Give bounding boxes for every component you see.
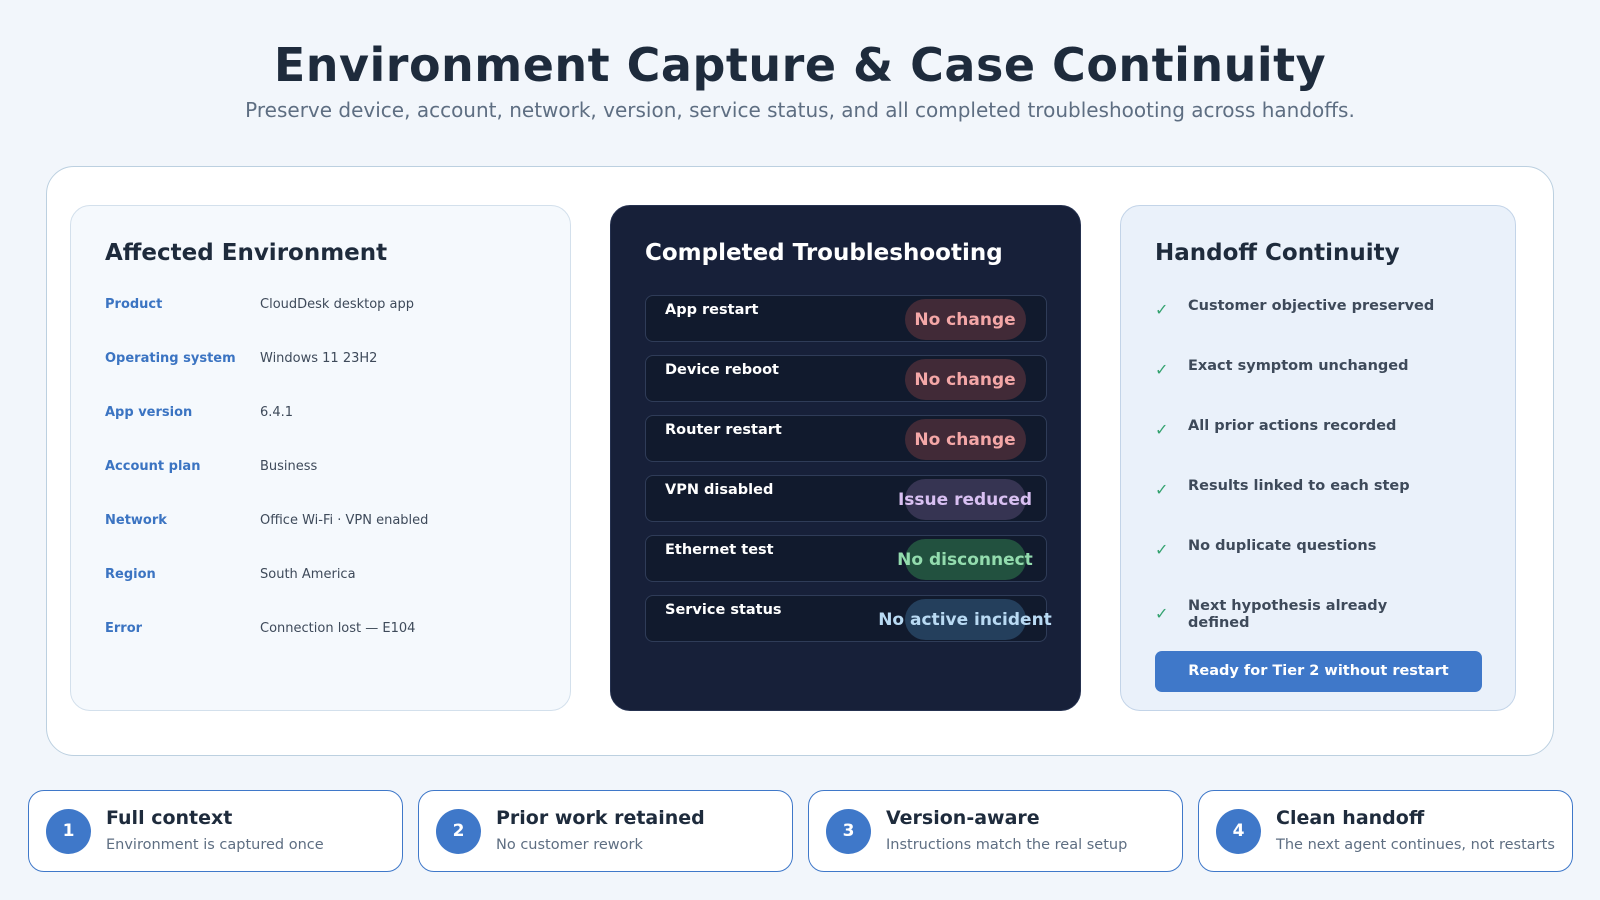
result-badge — [905, 419, 1026, 460]
feature-description: The next agent continues, not restarts — [1276, 837, 1555, 853]
env-key: Network — [105, 513, 167, 528]
panel-title: Handoff Continuity — [1155, 240, 1400, 266]
feature-card-full-context: 1 Full context Environment is captured o… — [28, 790, 403, 872]
feature-number-badge: 3 — [826, 809, 871, 854]
step-label: Service status — [665, 602, 782, 618]
step-result: No change — [914, 310, 1016, 330]
feature-description: Instructions match the real setup — [886, 837, 1128, 853]
ready-for-tier-2-button[interactable]: Ready for Tier 2 without restart — [1155, 651, 1482, 692]
panel-title: Affected Environment — [105, 240, 388, 266]
env-value: Business — [260, 459, 318, 474]
check-text: Results linked to each step — [1188, 478, 1410, 494]
feature-description: No customer rework — [496, 837, 643, 853]
step-result: No change — [914, 430, 1016, 450]
step-label: Device reboot — [665, 362, 779, 378]
completed-troubleshooting-panel: Completed Troubleshooting App restart No… — [610, 205, 1081, 711]
feature-description: Environment is captured once — [106, 837, 324, 853]
page-title: Environment Capture & Case Continuity — [273, 38, 1327, 92]
feature-title: Full context — [106, 807, 233, 829]
feature-title: Clean handoff — [1276, 807, 1425, 829]
checkmark-icon: ✓ — [1155, 480, 1169, 499]
feature-card-clean-handoff: 4 Clean handoff The next agent continues… — [1198, 790, 1573, 872]
step-device-reboot: Device reboot No change — [645, 355, 1047, 402]
check-text: No duplicate questions — [1188, 538, 1377, 554]
feature-card-version-aware: 3 Version-aware Instructions match the r… — [808, 790, 1183, 872]
feature-number-badge: 4 — [1216, 809, 1261, 854]
result-badge — [905, 299, 1026, 340]
step-app-restart: App restart No change — [645, 295, 1047, 342]
step-result: No change — [914, 370, 1016, 390]
step-label: Router restart — [665, 422, 782, 438]
step-label: App restart — [665, 302, 759, 318]
affected-environment-panel: Affected Environment Product CloudDesk d… — [70, 205, 571, 711]
env-value: Windows 11 23H2 — [260, 351, 378, 366]
env-key: Account plan — [105, 459, 201, 474]
feature-title: Version-aware — [886, 807, 1040, 829]
step-vpn-disabled: VPN disabled Issue reduced — [645, 475, 1047, 522]
env-value: 6.4.1 — [260, 405, 294, 420]
result-badge — [905, 359, 1026, 400]
check-text: Next hypothesis already defined — [1188, 598, 1388, 631]
env-key: Region — [105, 567, 156, 582]
feature-card-prior-work-retained: 2 Prior work retained No customer rework — [418, 790, 793, 872]
handoff-continuity-panel: Handoff Continuity ✓ Customer objective … — [1120, 205, 1516, 711]
check-text: Exact symptom unchanged — [1188, 358, 1409, 374]
panel-title: Completed Troubleshooting — [645, 240, 1003, 266]
checkmark-icon: ✓ — [1155, 604, 1169, 623]
step-label: Ethernet test — [665, 542, 774, 558]
checkmark-icon: ✓ — [1155, 540, 1169, 559]
step-result: Issue reduced — [897, 490, 1033, 510]
env-key: Error — [105, 621, 143, 636]
feature-number-badge: 1 — [46, 809, 91, 854]
step-label: VPN disabled — [665, 482, 774, 498]
page-subtitle: Preserve device, account, network, versi… — [245, 98, 1355, 122]
checkmark-icon: ✓ — [1155, 420, 1169, 439]
env-value: Connection lost — E104 — [260, 621, 416, 636]
step-result: No active incident — [878, 610, 1052, 630]
step-result: No disconnect — [897, 550, 1033, 570]
step-ethernet-test: Ethernet test No disconnect — [645, 535, 1047, 582]
env-key: Operating system — [105, 351, 236, 366]
checkmark-icon: ✓ — [1155, 360, 1169, 379]
feature-number-badge: 2 — [436, 809, 481, 854]
step-service-status: Service status No active incident — [645, 595, 1052, 642]
result-badge — [905, 539, 1026, 580]
result-badge — [905, 479, 1026, 520]
check-text: All prior actions recorded — [1188, 418, 1397, 434]
env-value: Office Wi-Fi · VPN enabled — [260, 513, 429, 528]
env-value: South America — [260, 567, 356, 582]
check-text: Customer objective preserved — [1188, 298, 1435, 314]
step-router-restart: Router restart No change — [645, 415, 1047, 462]
env-key: Product — [105, 297, 163, 312]
result-badge — [905, 599, 1026, 640]
env-value: CloudDesk desktop app — [260, 297, 415, 312]
checkmark-icon: ✓ — [1155, 300, 1169, 319]
env-key: App version — [105, 405, 193, 420]
feature-title: Prior work retained — [496, 807, 705, 829]
